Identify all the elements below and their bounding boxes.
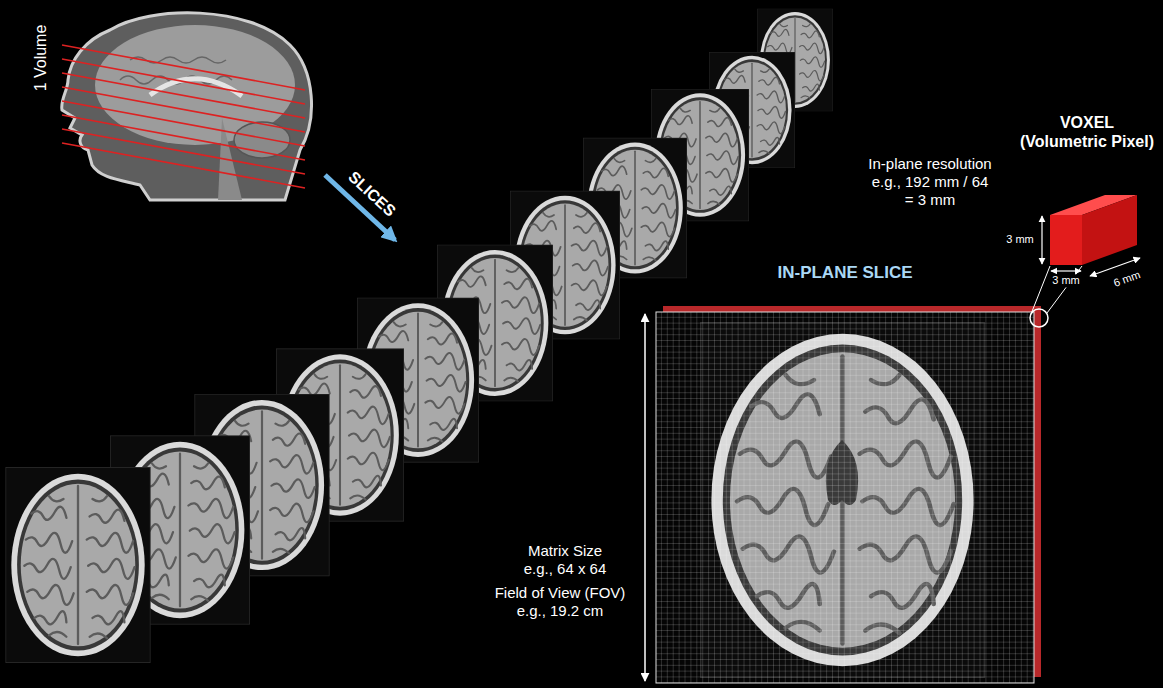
voxel-side xyxy=(1082,195,1137,265)
voxel-front xyxy=(1050,215,1082,265)
zoom-circle xyxy=(1030,309,1048,327)
fov-arrow xyxy=(644,314,646,681)
fov-note: Field of View (FOV) e.g., 19.2 cm xyxy=(489,584,631,620)
head-outline xyxy=(62,13,312,200)
dimension-label: 6 mm xyxy=(1112,268,1142,290)
corpus-callosum xyxy=(150,79,242,96)
slices-label: SLICES xyxy=(344,167,399,220)
resolution-note: In-plane resolution e.g., 192 mm / 64 = … xyxy=(866,155,994,209)
sagittal-head xyxy=(62,13,312,200)
volume-label: 1 Volume xyxy=(31,25,50,92)
dimension-arrow xyxy=(1041,216,1042,264)
zoom-line xyxy=(1047,266,1082,313)
voxel-title: VOXEL (Volumetric Pixel) xyxy=(1016,113,1158,151)
in-plane-slice xyxy=(645,306,1041,683)
matrix-note: Matrix Size e.g., 64 x 64 xyxy=(519,542,611,578)
slice-lines xyxy=(62,45,305,188)
voxel xyxy=(1030,195,1140,327)
dimension-arrow xyxy=(1051,270,1081,271)
in-plane-title: IN-PLANE SLICE xyxy=(777,263,912,283)
voxel-grid xyxy=(656,312,1034,683)
dimension-label: 3 mm xyxy=(1050,274,1082,287)
slice-ground xyxy=(656,312,1034,683)
zoom-line xyxy=(1031,266,1050,314)
dimension-label: 3 mm xyxy=(1006,233,1034,246)
